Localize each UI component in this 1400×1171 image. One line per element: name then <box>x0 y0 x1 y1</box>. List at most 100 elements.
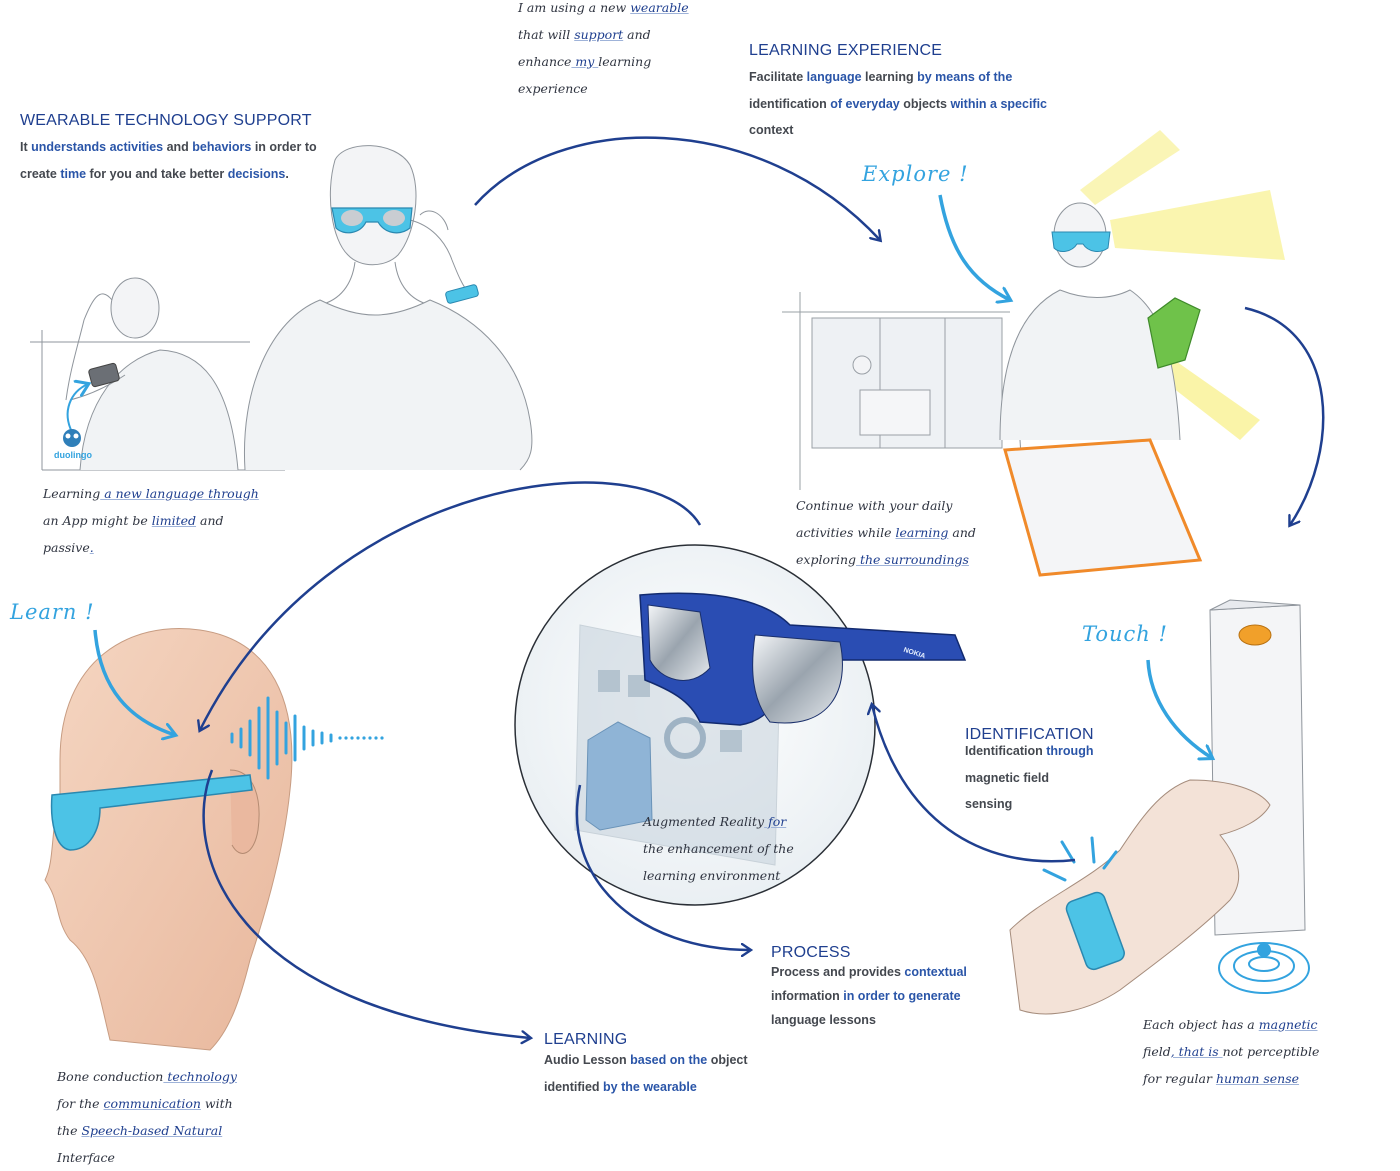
note-text: activities while <box>796 525 895 540</box>
block-highlight: decisions <box>228 167 286 181</box>
note-text: Interface <box>57 1150 115 1165</box>
learning-experience-text: Facilitate language learning by means of… <box>749 64 1079 144</box>
block-line: It understands activities and behaviors … <box>20 134 340 161</box>
block-highlight: of everyday <box>827 97 903 111</box>
block-highlight: time <box>60 167 86 181</box>
sound-wave-dot <box>368 736 371 739</box>
block-text: information <box>771 989 840 1003</box>
note-highlight: wearable <box>630 0 688 15</box>
identification-block: IDENTIFICATION Identification through ma… <box>965 726 1165 818</box>
note-text: Bone conduction <box>57 1069 163 1084</box>
block-highlight: in order to generate <box>840 989 961 1003</box>
block-highlight: activities <box>110 140 164 154</box>
note-text: learning environment <box>643 868 780 883</box>
block-highlight: contextual <box>904 965 967 979</box>
block-highlight: by the wearable <box>600 1080 697 1094</box>
block-highlight: through <box>1043 744 1094 758</box>
note-highlight: , that is <box>1171 1044 1223 1059</box>
note-line: an App might be limited and <box>43 507 303 534</box>
sound-wave-dot <box>374 736 377 739</box>
note-highlight: support <box>574 27 623 42</box>
note-line: field, that is not perceptible <box>1143 1038 1373 1065</box>
shopping-cart-icon <box>1005 440 1200 575</box>
learning-experience-heading: LEARNING EXPERIENCE <box>749 42 1079 60</box>
block-text: learning <box>865 70 914 84</box>
note-line: Each object has a magnetic <box>1143 1011 1373 1038</box>
block-text: Audio Lesson <box>544 1053 627 1067</box>
block-highlight: by means of the <box>914 70 1013 84</box>
note-bone-conduction: Bone conduction technology for the commu… <box>57 1063 297 1171</box>
cyan-wristband-icon <box>445 284 479 304</box>
wearable-support-heading: WEARABLE TECHNOLOGY SUPPORT <box>20 112 340 130</box>
note-highlight: for <box>764 814 786 829</box>
block-text: Identification <box>965 744 1043 758</box>
note-text: an App might be <box>43 513 152 528</box>
note-text: and <box>948 525 975 540</box>
block-line: identified by the wearable <box>544 1074 784 1101</box>
note-text: with <box>201 1096 233 1111</box>
note-line: the enhancement of the <box>643 835 843 862</box>
note-text: field <box>1143 1044 1171 1059</box>
learning-experience-block: LEARNING EXPERIENCE Facilitate language … <box>749 42 1079 144</box>
block-line: information in order to generate <box>771 984 1001 1008</box>
note-text: Each object has a <box>1143 1017 1259 1032</box>
note-daily-activities: Continue with your daily activities whil… <box>796 492 1026 573</box>
block-line: create time for you and take better deci… <box>20 161 340 188</box>
block-line: Audio Lesson based on the object <box>544 1047 784 1074</box>
note-highlight: my <box>571 54 598 69</box>
block-text: in order to <box>251 140 316 154</box>
arrow-wearable-to-experience <box>475 138 880 240</box>
note-augmented-reality: Augmented Reality for the enhancement of… <box>643 808 843 889</box>
note-text: Continue with your daily <box>796 498 952 513</box>
note-text: for the <box>57 1096 104 1111</box>
note-text: Learning <box>43 486 100 501</box>
note-app-limited: Learning a new language through an App m… <box>43 480 303 561</box>
note-highlight: . <box>90 540 94 555</box>
app-arrow <box>68 384 88 432</box>
note-highlight: communication <box>104 1096 201 1111</box>
note-highlight: learning <box>895 525 948 540</box>
block-text: identified <box>544 1080 600 1094</box>
note-line: activities while learning and <box>796 519 1026 546</box>
note-line: Interface <box>57 1144 297 1171</box>
block-text: It <box>20 140 31 154</box>
note-text: I am using a new <box>518 0 630 15</box>
touch-exclamation: Touch ! <box>1082 622 1168 646</box>
block-line: magnetic field <box>965 765 1165 792</box>
block-highlight: based on the <box>627 1053 711 1067</box>
block-text: Facilitate <box>749 70 803 84</box>
block-text: objects <box>903 97 947 111</box>
note-line: that will support and <box>518 21 738 48</box>
sound-wave-dot <box>362 736 365 739</box>
block-highlight: behaviors <box>192 140 251 154</box>
process-block: PROCESS Process and provides contextual … <box>771 944 1001 1032</box>
sound-wave-dot <box>344 736 347 739</box>
magnetic-field-icon <box>1219 943 1309 993</box>
block-line: language lessons <box>771 1008 1001 1032</box>
note-magnetic-field: Each object has a magnetic field, that i… <box>1143 1011 1373 1092</box>
block-text: sensing <box>965 797 1012 811</box>
note-highlight: human sense <box>1216 1071 1299 1086</box>
note-highlight: Speech-based Natural <box>81 1123 222 1138</box>
sound-wave-dot <box>380 736 383 739</box>
block-text: . <box>285 167 288 181</box>
learn-exclamation: Learn ! <box>10 600 95 624</box>
note-text: the enhancement of the <box>643 841 794 856</box>
note-line: Bone conduction technology <box>57 1063 297 1090</box>
block-highlight: language <box>803 70 865 84</box>
note-highlight: the surroundings <box>856 552 969 567</box>
note-text: and <box>196 513 223 528</box>
block-text: context <box>749 123 793 137</box>
block-text: magnetic field <box>965 771 1049 785</box>
note-line: the Speech-based Natural <box>57 1117 297 1144</box>
block-line: sensing <box>965 791 1165 818</box>
note-line: Continue with your daily <box>796 492 1026 519</box>
duolingo-owl-icon <box>63 429 81 447</box>
note-line: for regular human sense <box>1143 1065 1373 1092</box>
note-text: passive <box>43 540 90 555</box>
note-text: exploring <box>796 552 856 567</box>
block-line: Identification through <box>965 738 1165 765</box>
arrow-experience-to-identification <box>1245 308 1323 525</box>
note-text: learning <box>598 54 651 69</box>
